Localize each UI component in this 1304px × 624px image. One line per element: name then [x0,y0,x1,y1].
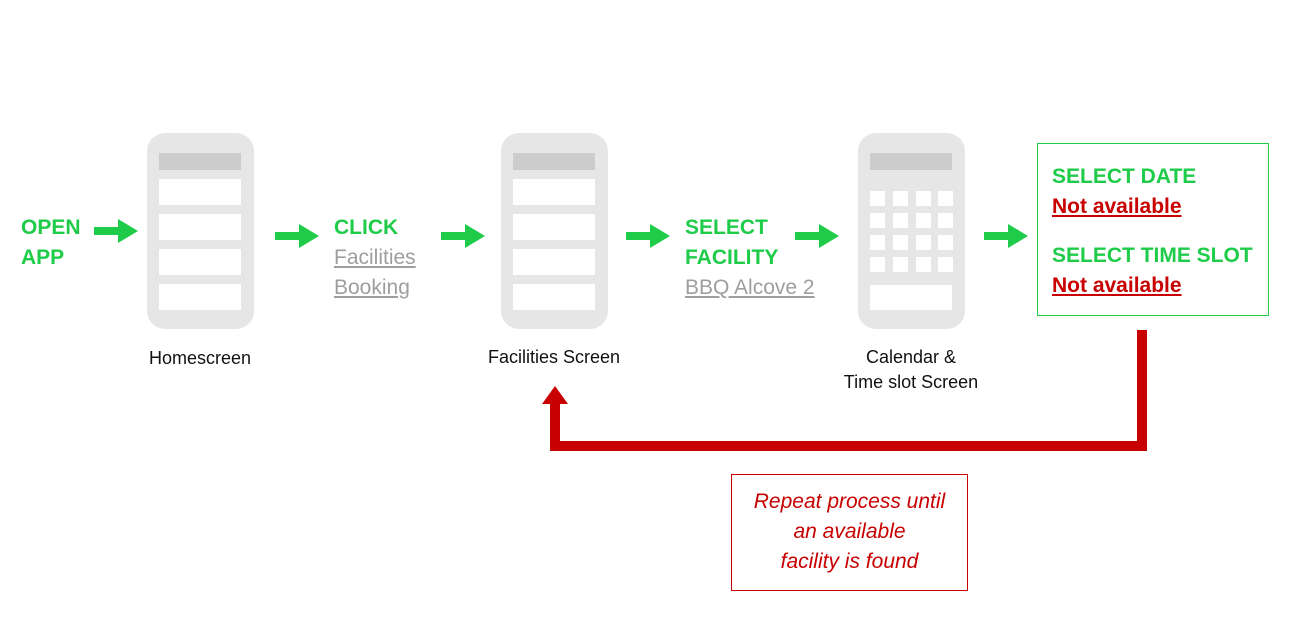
loop-back-arrow-icon [542,330,1147,451]
caption-calendar-line1: Calendar & [865,347,957,367]
arrow-right-icon [795,224,839,248]
result-box: SELECT DATE Not available SELECT TIME SL… [1037,143,1269,316]
arrow-right-icon [626,224,670,248]
loop-note-line1: Repeat process until [753,490,946,513]
arrow-right-icon [94,219,138,243]
loop-note: Repeat process until an available facili… [731,474,968,591]
arrow-right-icon [441,224,485,248]
step-select-line1: SELECT [685,216,768,239]
step-click-label: CLICK [334,216,399,239]
step-select-facility: SELECT FACILITY BBQ Alcove 2 [685,213,815,303]
link-bbq-alcove[interactable]: BBQ Alcove 2 [685,276,815,299]
step-click: CLICK Facilities Booking [334,213,416,303]
caption-calendar-line2: Time slot Screen [843,372,979,392]
select-time-slot-label: SELECT TIME SLOT [1052,244,1253,267]
phone-screen-icon [147,133,254,329]
link-facilities[interactable]: Facilities [334,246,416,269]
loop-note-line2: an available [793,520,906,543]
step-open-line1: OPEN [21,216,81,239]
arrow-right-icon [275,224,319,248]
time-status: Not available [1052,274,1182,297]
caption-homescreen: Homescreen [148,348,252,368]
caption-calendar-screen: Calendar & Time slot Screen [816,345,1006,395]
step-open-app: OPEN APP [21,213,81,273]
calendar-screen-icon [858,133,965,329]
arrow-right-icon [984,224,1028,248]
date-status: Not available [1052,195,1182,218]
caption-facilities-screen: Facilities Screen [487,347,621,367]
loop-note-line3: facility is found [780,550,919,573]
step-open-line2: APP [21,246,65,269]
step-select-line2: FACILITY [685,246,779,269]
select-date-label: SELECT DATE [1052,165,1197,188]
link-booking[interactable]: Booking [334,276,410,299]
phone-screen-icon [501,133,608,329]
